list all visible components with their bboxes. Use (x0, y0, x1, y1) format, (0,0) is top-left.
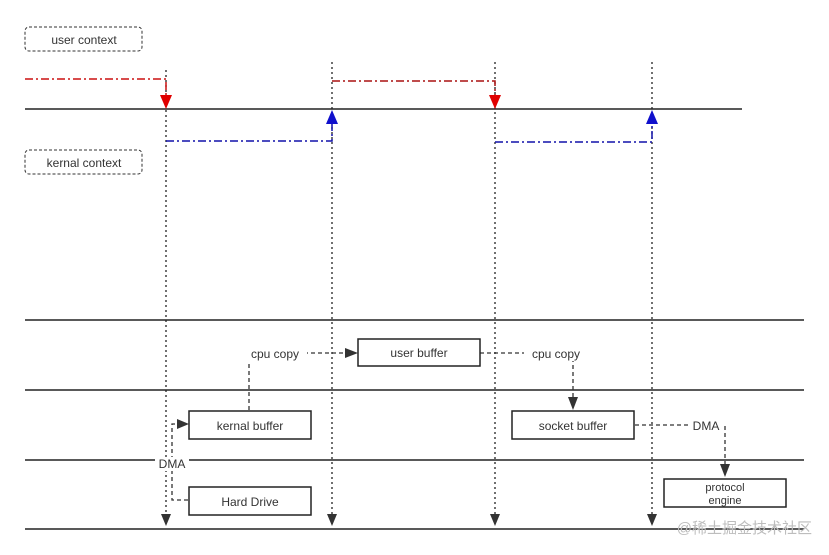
return-arrow-2 (495, 110, 658, 143)
svg-text:kernal buffer: kernal buffer (217, 419, 284, 433)
svg-text:user context: user context (51, 33, 117, 47)
svg-text:engine: engine (708, 495, 741, 507)
dma-flow-2: DMA (635, 418, 730, 477)
user-buffer-box: user buffer (357, 338, 481, 367)
kernal-buffer-box: kernal buffer (188, 410, 312, 440)
cpu-copy-flow-1: cpu copy (243, 345, 358, 410)
protocol-engine-box: protocol engine (663, 478, 787, 508)
svg-text:socket buffer: socket buffer (539, 419, 607, 433)
timeline-2 (327, 62, 337, 526)
svg-text:kernal context: kernal context (47, 156, 122, 170)
syscall-arrow-2 (332, 80, 501, 109)
socket-buffer-box: socket buffer (511, 410, 635, 440)
dma-flow-1: DMA (155, 419, 189, 501)
cpu-copy-label-2: cpu copy (532, 347, 580, 361)
cpu-copy-flow-2: cpu copy (480, 345, 588, 410)
cpu-copy-label-1: cpu copy (251, 347, 299, 361)
svg-text:Hard Drive: Hard Drive (221, 495, 279, 509)
syscall-arrow-1 (25, 78, 172, 109)
svg-text:protocol: protocol (705, 482, 744, 494)
dma-label-1: DMA (159, 457, 186, 471)
kernal-context-label: kernal context (24, 149, 143, 175)
hard-drive-box: Hard Drive (188, 486, 312, 516)
return-arrow-1 (166, 110, 338, 142)
watermark: @稀土掘金技术社区 (677, 520, 812, 537)
timeline-3 (490, 62, 500, 526)
user-context-label: user context (24, 26, 143, 52)
dma-label-2: DMA (693, 419, 720, 433)
timeline-1 (161, 70, 171, 526)
svg-text:user buffer: user buffer (390, 346, 447, 360)
